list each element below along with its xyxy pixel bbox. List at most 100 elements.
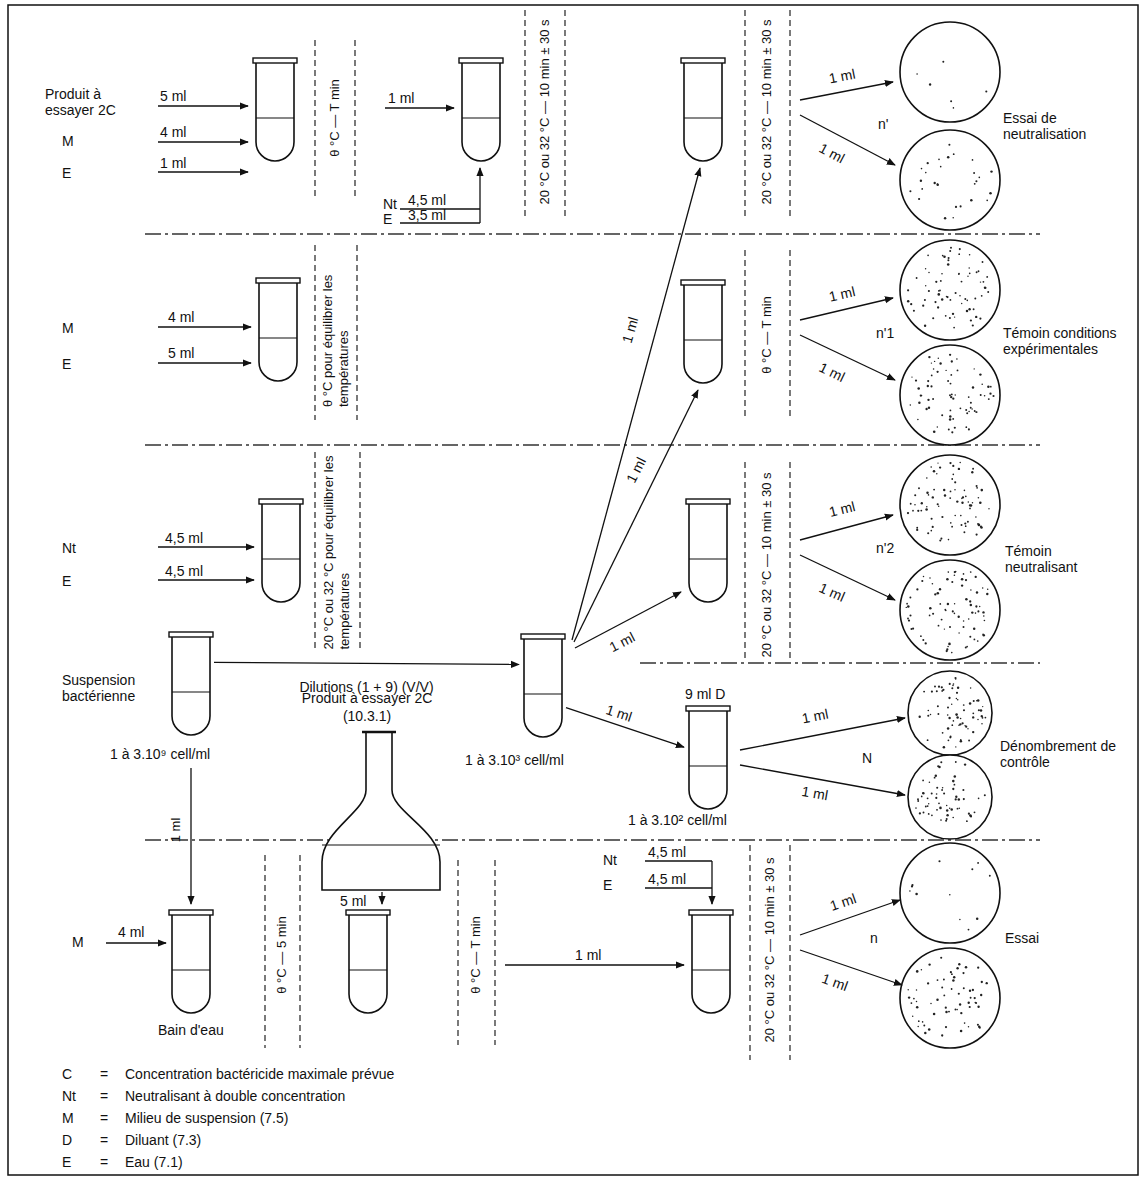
colony-dot [937, 306, 939, 308]
vertical-note: 20 °C ou 32 °C — 10 min ± 30 s [537, 19, 553, 204]
colony-dot [965, 966, 968, 969]
colony-dot [960, 515, 962, 517]
transfer-arrow [800, 555, 895, 600]
colony-dot [980, 709, 983, 712]
colony-dot [952, 610, 954, 612]
colony-dot [931, 362, 932, 363]
colony-dot [965, 409, 967, 411]
colony-dot [965, 579, 967, 581]
colony-dot [916, 527, 918, 529]
colony-dot [978, 709, 980, 711]
colony-dot [972, 502, 973, 503]
colony-dot [947, 571, 949, 573]
label: Témoin neutralisant [1005, 543, 1115, 575]
label: M [72, 934, 84, 950]
colony-dot [977, 1024, 979, 1026]
step-bracket [315, 452, 360, 652]
colony-dot [918, 487, 920, 489]
colony-dot [925, 408, 927, 410]
colony-dot [967, 300, 969, 302]
label: M [62, 133, 74, 149]
colony-dot [931, 793, 933, 795]
colony-dot [982, 717, 984, 719]
colony-dot [938, 293, 941, 296]
colony-dot [950, 735, 952, 737]
colony-dot [964, 298, 966, 300]
colony-dot [977, 967, 979, 969]
colony-dot [982, 611, 984, 613]
colony-dot [979, 373, 981, 375]
colony-dot [963, 987, 965, 989]
colony-dot [911, 885, 913, 887]
colony-dot [982, 261, 984, 263]
colony-dot [916, 588, 918, 590]
colony-dot [954, 571, 956, 573]
colony-dot [937, 426, 938, 427]
colony-dot [908, 989, 909, 990]
colony-dot [915, 379, 917, 381]
colony-dot [949, 462, 951, 464]
colony-dot [943, 489, 945, 491]
colony-dot [929, 782, 931, 784]
colony-dot [921, 580, 923, 582]
colony-dot [950, 383, 952, 385]
colony-dot [981, 981, 983, 983]
colony-dot [980, 281, 981, 282]
separator-line [145, 839, 1040, 840]
colony-dot [926, 506, 927, 507]
colony-dot [951, 652, 953, 654]
colony-dot [925, 172, 927, 174]
colony-dot [948, 539, 950, 541]
transfer-arrow [190, 768, 191, 904]
colony-dot [930, 1003, 932, 1005]
colony-dot [932, 317, 934, 319]
vertical-note: θ °C — T min [468, 916, 484, 994]
colony-dot [944, 628, 945, 629]
colony-dot [972, 712, 974, 714]
colony-dot [976, 271, 978, 273]
colony-dot [950, 396, 952, 398]
colony-dot [978, 497, 980, 499]
step-bracket [525, 10, 565, 218]
colony-dot [973, 172, 975, 174]
vertical-note: θ °C pour équilibrer les températures [320, 257, 352, 407]
colony-dot [965, 598, 968, 601]
transfer-arrow [385, 107, 454, 108]
petri-dish [908, 671, 992, 755]
test-tube [689, 910, 733, 1013]
label: = [100, 1088, 108, 1104]
vertical-note: 1 ml [607, 629, 638, 655]
colony-dot [926, 491, 928, 493]
label: n [870, 930, 878, 946]
label: 4,5 ml [165, 563, 203, 579]
test-tube [168, 630, 214, 738]
label: 4 ml [160, 124, 186, 140]
colony-dot [968, 428, 970, 430]
label: Diluant (7.3) [125, 1132, 201, 1148]
colony-dot [933, 470, 936, 473]
colony-dot [946, 296, 947, 297]
colony-dot [908, 996, 910, 998]
colony-dot [951, 526, 953, 528]
colony-dot [924, 325, 926, 327]
colony-dot [951, 581, 953, 583]
colony-dot [957, 369, 959, 371]
colony-dot [955, 713, 958, 716]
colony-dot [949, 394, 951, 396]
petri-dish [900, 843, 1000, 943]
colony-dot [945, 610, 947, 612]
colony-dot [958, 616, 960, 618]
colony-dot [922, 639, 924, 641]
colony-dot [954, 394, 955, 395]
label: Essai de neutralisation [1003, 110, 1133, 142]
colony-dot [955, 678, 957, 680]
colony-dot [974, 811, 976, 813]
colony-dot [958, 273, 960, 275]
vertical-note: 20 °C ou 32 °C — 10 min ± 30 s [759, 19, 775, 204]
step-bracket [315, 245, 357, 420]
colony-dot [947, 707, 949, 709]
colony-dot [954, 574, 956, 576]
colony-dot [920, 510, 922, 512]
colony-dot [981, 295, 983, 297]
colony-dot [965, 525, 967, 527]
